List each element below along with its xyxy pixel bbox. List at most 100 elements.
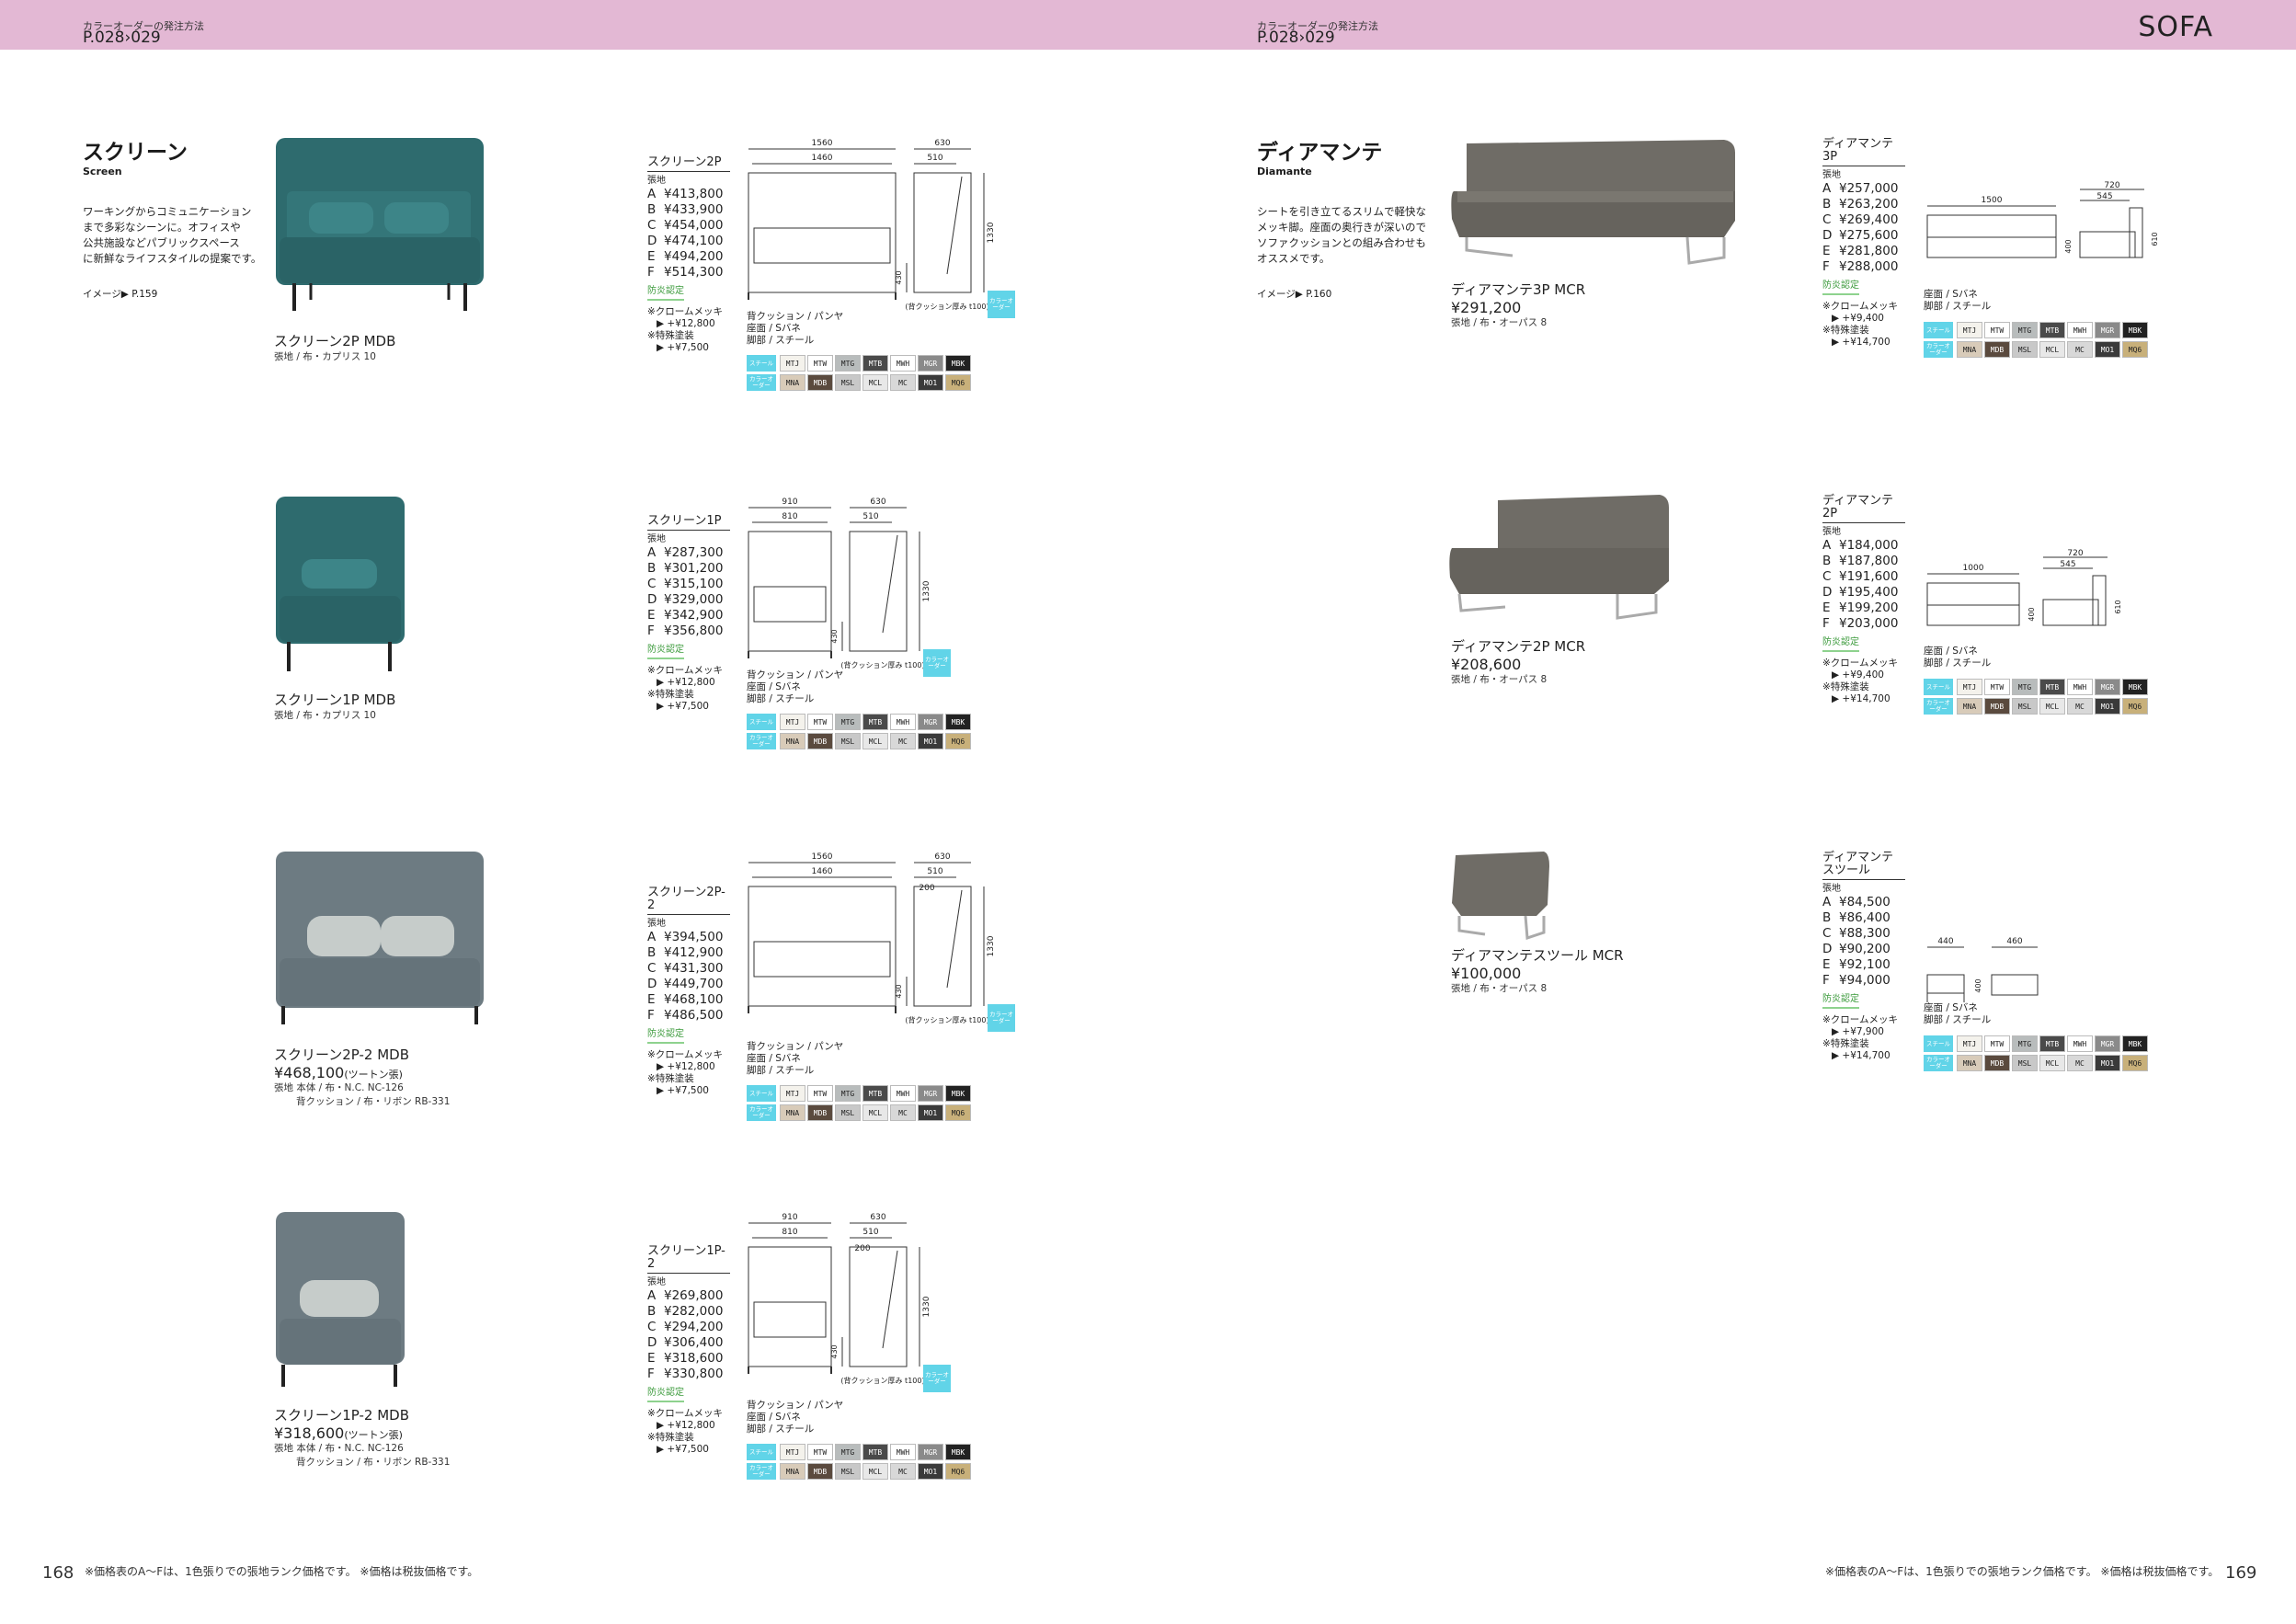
color-swatch[interactable]: MDB — [1984, 341, 2010, 358]
color-swatch[interactable]: MO1 — [2095, 1055, 2120, 1071]
color-swatch[interactable]: MTG — [2012, 322, 2038, 338]
color-swatch[interactable]: MTJ — [1957, 679, 1982, 695]
color-swatch[interactable]: MGR — [918, 1085, 943, 1102]
color-swatch[interactable]: MDB — [1984, 698, 2010, 715]
color-swatch[interactable]: MSL — [2012, 698, 2038, 715]
color-swatch[interactable]: MTJ — [780, 1444, 805, 1460]
color-swatch[interactable]: MNA — [1957, 698, 1982, 715]
diamante-image-ref[interactable]: イメージ▶ P.160 — [1257, 289, 1332, 300]
color-swatch[interactable]: MTG — [835, 1444, 861, 1460]
color-swatch[interactable]: MC — [890, 374, 916, 391]
color-swatch[interactable]: MTB — [862, 355, 888, 372]
color-swatch[interactable]: MTG — [2012, 679, 2038, 695]
color-swatch[interactable]: MTB — [862, 1085, 888, 1102]
color-swatch[interactable]: MO1 — [918, 374, 943, 391]
color-swatch[interactable]: MWH — [2067, 322, 2093, 338]
color-swatch[interactable]: MSL — [835, 374, 861, 391]
color-swatch[interactable]: MTG — [2012, 1035, 2038, 1052]
color-swatch[interactable]: MNA — [1957, 1055, 1982, 1071]
color-swatch[interactable]: MQ6 — [945, 1463, 971, 1480]
color-swatch[interactable]: MTJ — [1957, 1035, 1982, 1052]
color-swatch[interactable]: MSL — [835, 733, 861, 749]
color-swatch[interactable]: MTW — [1984, 322, 2010, 338]
color-swatch[interactable]: MCL — [2039, 698, 2065, 715]
color-swatch[interactable]: MNA — [780, 374, 805, 391]
color-swatch[interactable]: MBK — [945, 1085, 971, 1102]
color-swatch[interactable]: MTW — [807, 714, 833, 730]
color-swatch[interactable]: MDB — [807, 1463, 833, 1480]
color-swatch[interactable]: MSL — [2012, 1055, 2038, 1071]
color-swatch[interactable]: MTJ — [780, 355, 805, 372]
color-swatch[interactable]: MO1 — [918, 1104, 943, 1121]
color-swatch[interactable]: MTW — [1984, 679, 2010, 695]
color-swatch[interactable]: MWH — [2067, 679, 2093, 695]
color-swatch[interactable]: MTB — [862, 1444, 888, 1460]
color-swatch[interactable]: MQ6 — [2122, 1055, 2148, 1071]
color-swatch[interactable]: MTW — [1984, 1035, 2010, 1052]
color-swatch[interactable]: MWH — [890, 355, 916, 372]
color-swatch[interactable]: MTB — [2039, 679, 2065, 695]
color-swatch[interactable]: MBK — [945, 355, 971, 372]
color-swatch[interactable]: MWH — [2067, 1035, 2093, 1052]
color-swatch[interactable]: MC — [890, 1104, 916, 1121]
color-swatch[interactable]: MTB — [2039, 1035, 2065, 1052]
color-swatch[interactable]: MCL — [2039, 341, 2065, 358]
color-swatch[interactable]: MSL — [835, 1104, 861, 1121]
color-swatch[interactable]: MGR — [2095, 322, 2120, 338]
color-swatch[interactable]: MTG — [835, 714, 861, 730]
color-swatch[interactable]: MTB — [2039, 322, 2065, 338]
color-swatch[interactable]: MNA — [780, 1463, 805, 1480]
color-swatch[interactable]: MDB — [1984, 1055, 2010, 1071]
color-swatch[interactable]: MGR — [918, 355, 943, 372]
color-swatch[interactable]: MO1 — [2095, 341, 2120, 358]
color-swatch[interactable]: MQ6 — [945, 1104, 971, 1121]
color-swatch[interactable]: MGR — [2095, 1035, 2120, 1052]
color-swatch[interactable]: MTG — [835, 1085, 861, 1102]
color-swatch[interactable]: MCL — [862, 1463, 888, 1480]
color-swatch[interactable]: MTW — [807, 1085, 833, 1102]
color-swatch[interactable]: MNA — [780, 733, 805, 749]
color-swatch[interactable]: MBK — [2122, 1035, 2148, 1052]
color-swatch[interactable]: MGR — [918, 1444, 943, 1460]
color-swatch[interactable]: MWH — [890, 714, 916, 730]
color-swatch[interactable]: MDB — [807, 733, 833, 749]
color-swatch[interactable]: MC — [890, 1463, 916, 1480]
color-swatch[interactable]: MBK — [945, 714, 971, 730]
color-swatch[interactable]: MNA — [780, 1104, 805, 1121]
color-swatch[interactable]: MQ6 — [2122, 698, 2148, 715]
color-swatch[interactable]: MWH — [890, 1444, 916, 1460]
color-swatch[interactable]: MTJ — [780, 714, 805, 730]
color-swatch[interactable]: MTJ — [780, 1085, 805, 1102]
color-swatch[interactable]: MCL — [862, 1104, 888, 1121]
color-swatch[interactable]: MSL — [835, 1463, 861, 1480]
color-swatch[interactable]: MDB — [807, 374, 833, 391]
color-swatch[interactable]: MQ6 — [2122, 341, 2148, 358]
color-swatch[interactable]: MGR — [2095, 679, 2120, 695]
color-swatch[interactable]: MQ6 — [945, 374, 971, 391]
color-swatch[interactable]: MTG — [835, 355, 861, 372]
color-swatch[interactable]: MCL — [862, 374, 888, 391]
color-swatch[interactable]: MTJ — [1957, 322, 1982, 338]
header-right-pages[interactable]: P.028›029 — [1257, 29, 1335, 47]
color-swatch[interactable]: MCL — [2039, 1055, 2065, 1071]
color-swatch[interactable]: MDB — [807, 1104, 833, 1121]
color-swatch[interactable]: MSL — [2012, 341, 2038, 358]
color-swatch[interactable]: MGR — [918, 714, 943, 730]
color-swatch[interactable]: MBK — [2122, 322, 2148, 338]
color-swatch[interactable]: MTW — [807, 355, 833, 372]
color-swatch[interactable]: MNA — [1957, 341, 1982, 358]
color-swatch[interactable]: MTB — [862, 714, 888, 730]
color-swatch[interactable]: MCL — [862, 733, 888, 749]
color-swatch[interactable]: MC — [2067, 698, 2093, 715]
color-swatch[interactable]: MBK — [945, 1444, 971, 1460]
color-swatch[interactable]: MC — [2067, 1055, 2093, 1071]
color-swatch[interactable]: MC — [890, 733, 916, 749]
color-swatch[interactable]: MO1 — [918, 733, 943, 749]
color-swatch[interactable]: MO1 — [2095, 698, 2120, 715]
screen-image-ref[interactable]: イメージ▶ P.159 — [83, 289, 158, 300]
color-swatch[interactable]: MTW — [807, 1444, 833, 1460]
color-swatch[interactable]: MBK — [2122, 679, 2148, 695]
color-swatch[interactable]: MC — [2067, 341, 2093, 358]
header-left-pages[interactable]: P.028›029 — [83, 29, 161, 47]
color-swatch[interactable]: MQ6 — [945, 733, 971, 749]
